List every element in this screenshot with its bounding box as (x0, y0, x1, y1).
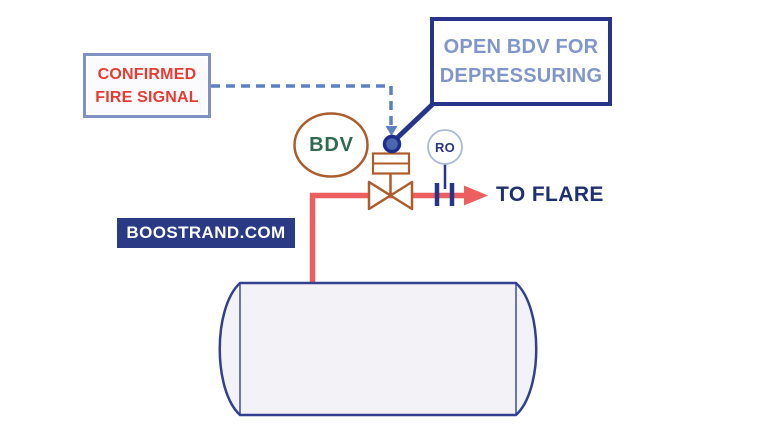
actuator-signal-dot (382, 134, 402, 154)
callout-line1: OPEN BDV FOR (443, 35, 599, 58)
ro-instrument-label: RO (434, 140, 456, 155)
blowdown-valve-body-right (389, 180, 414, 211)
bdv-callout-box: OPEN BDV FOR DEPRESSURING (430, 17, 612, 106)
pipe-to-flare (309, 192, 466, 284)
bdv-instrument-label: BDV (309, 134, 354, 156)
signal-dashed-line (211, 84, 393, 128)
vessel-body (218, 281, 538, 417)
flow-arrowhead-icon (464, 185, 488, 206)
callout-line2: DEPRESSURING (439, 64, 603, 87)
callout-tail (393, 99, 438, 142)
watermark-badge: BOOSTRAND.COM (117, 218, 295, 248)
to-flare-label: TO FLARE (496, 183, 604, 206)
fire-signal-line2: FIRE SIGNAL (95, 88, 199, 106)
bdv-instrument-bubble (293, 112, 369, 178)
ro-instrument-bubble (427, 129, 463, 165)
fire-signal-line1: CONFIRMED (97, 65, 197, 83)
fire-signal-box: CONFIRMED FIRE SIGNAL (83, 53, 211, 118)
signal-arrowhead-icon (385, 126, 398, 136)
blowdown-valve-body-left (367, 180, 392, 211)
